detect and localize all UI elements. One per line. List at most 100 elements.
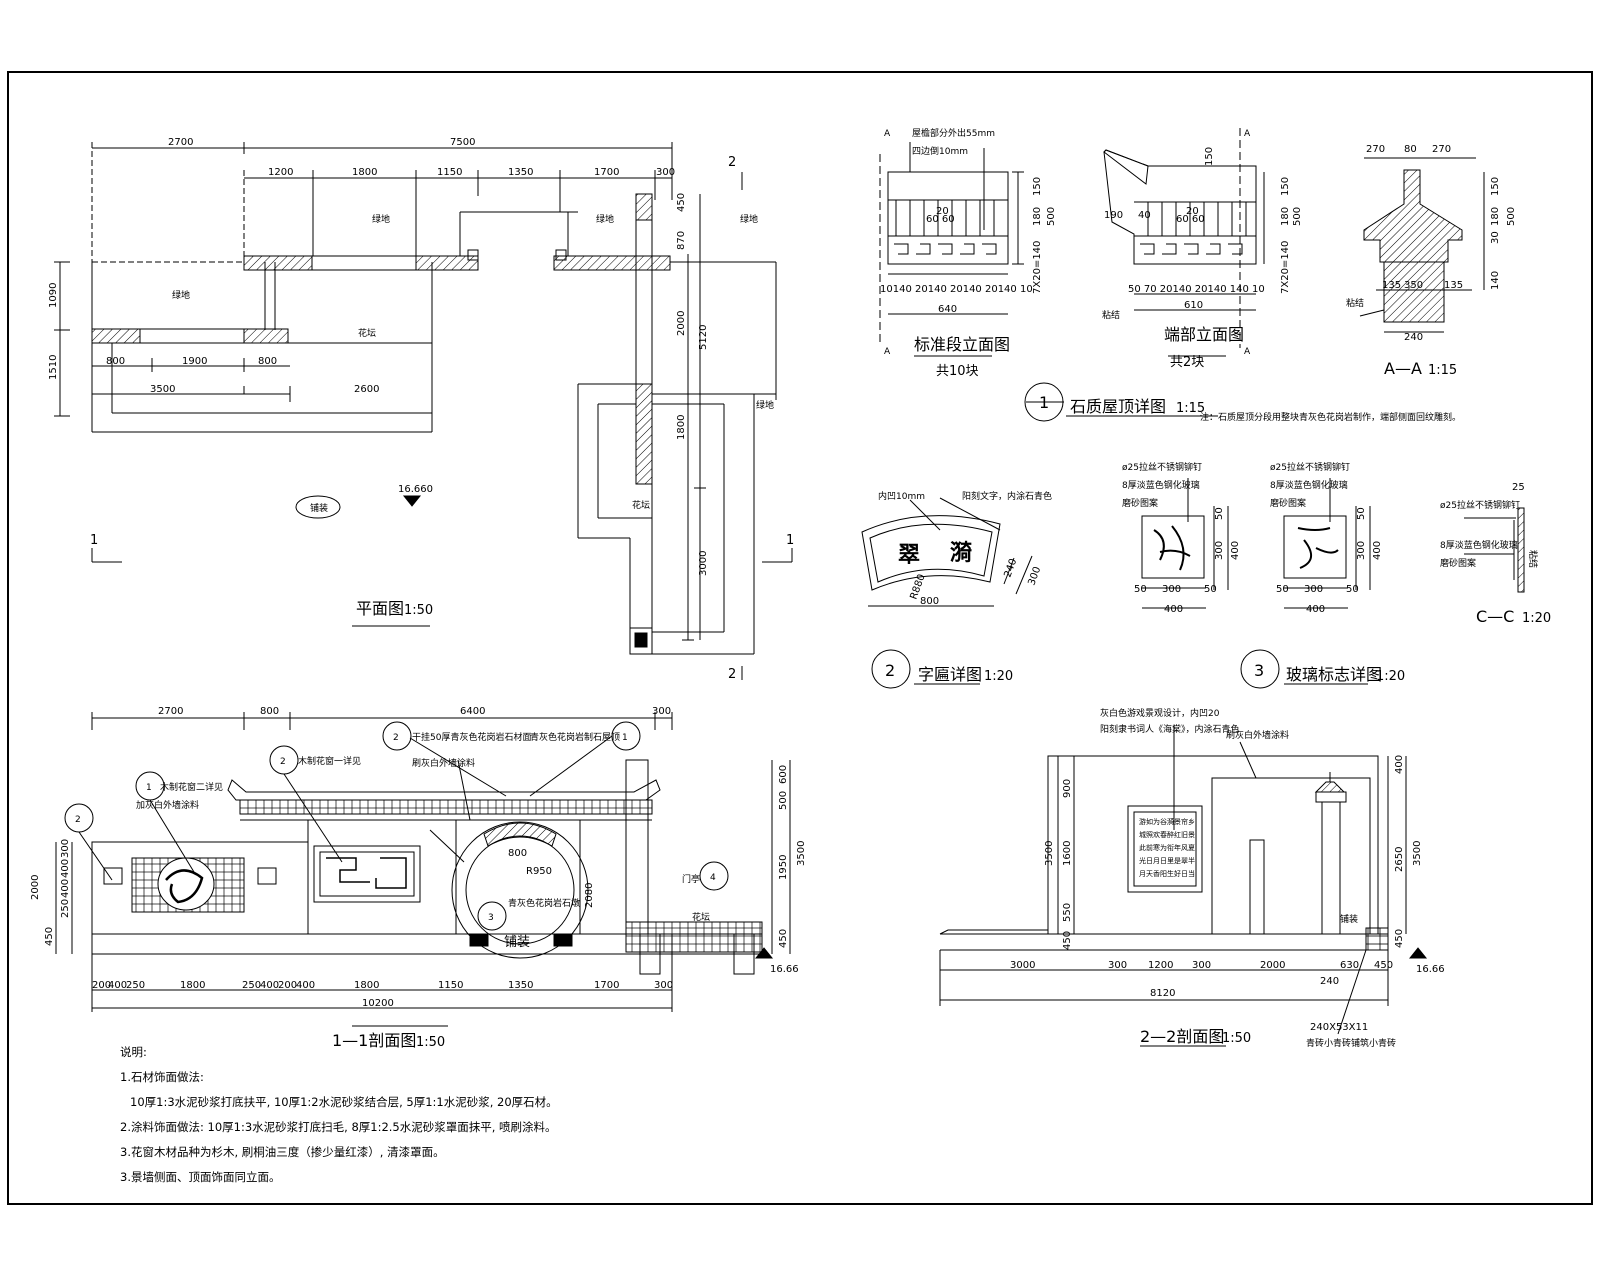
plan-dim: 800	[106, 356, 125, 367]
poem-char: 旧	[1181, 831, 1188, 839]
notes-line: 1.石材饰面做法:	[120, 1070, 204, 1084]
roof-dim-vertical: 30	[1490, 231, 1501, 244]
glass-label: ø25拉丝不锈钢铆钉	[1270, 461, 1350, 473]
roof-dim: 270	[1432, 144, 1451, 155]
roof-detail-note: 注：石质屋顶分段用整块青灰色花岗岩制作，端部侧面回纹雕刻。	[1200, 411, 1461, 423]
sec1-dim: 400	[296, 980, 315, 991]
plan-dim: 3500	[150, 384, 175, 395]
glass-dim-vertical: 50	[1214, 507, 1225, 520]
roof-text: A A A A 屋檐部分外出55mm 四边倒10mm 20 60 60 1014…	[880, 127, 1517, 423]
roof-dim: 190	[1104, 210, 1123, 221]
roof-dim: 50 70 20140 20140 140 10	[1128, 284, 1265, 295]
glass-cc-title: C—C	[1476, 607, 1514, 626]
sec1-level: 16.66	[770, 964, 799, 975]
roof-dim: 10140 20140 20140 20140 10	[880, 284, 1033, 295]
sec1-dim: R950	[526, 866, 552, 877]
sec2-brick-label: 青砖小青砖铺筑小青砖	[1306, 1037, 1396, 1049]
sec1-bubble: 1	[622, 733, 628, 743]
roof-dim: 610	[1184, 300, 1203, 311]
plan-dim: 1150	[437, 167, 462, 178]
plan-text: 2700 7500 1200 1800 1150 1350 1700 300 绿…	[48, 137, 794, 682]
plan-label-green: 绿地	[756, 399, 774, 411]
plan-dim-vertical: 450	[676, 193, 687, 212]
roof-dim-vertical: 150	[1280, 177, 1291, 196]
glass-dim: 300	[1304, 584, 1323, 595]
poem-char: 衔	[1167, 843, 1174, 852]
general-notes: 说明: 1.石材饰面做法: 10厚1:3水泥砂浆打底扶平, 10厚1:2水泥砂浆…	[120, 1040, 558, 1190]
sec2-dim-vertical: 1600	[1062, 841, 1073, 866]
plan-cut-mark: 1	[786, 533, 794, 548]
glass-dim: 50	[1134, 584, 1147, 595]
sec1-callout: 干挂50厚青灰色花岗岩石材面	[412, 731, 531, 743]
roof-note: 屋檐部分外出55mm	[912, 127, 995, 139]
sec2-dim: 450	[1374, 960, 1393, 971]
notes-line: 10厚1:3水泥砂浆打底扶平, 10厚1:2水泥砂浆结合层, 5厚1:1水泥砂浆…	[130, 1095, 558, 1109]
sec1-callout: 木制花窗二详见	[160, 781, 223, 793]
poem-char: 月	[1139, 870, 1146, 878]
plaque-detail-scale: 1:20	[984, 669, 1013, 684]
sec2-dim-vertical: 2650	[1394, 847, 1405, 872]
plan-cut-mark: 1	[90, 533, 98, 548]
poem-char: 翠	[1181, 857, 1188, 865]
glass-cc-label: 8厚淡蓝色钢化玻璃	[1440, 539, 1518, 551]
glass-cc-dim: 25	[1512, 482, 1525, 493]
sec2-note: 灰白色游戏景观设计，内凹20	[1100, 707, 1220, 719]
plan-dim: 300	[656, 167, 675, 178]
plaque-note: 内凹10mm	[878, 490, 925, 502]
plan-label-green: 绿地	[596, 213, 614, 225]
sec1-label: 门亭	[682, 873, 700, 885]
sec1-dim: 400	[108, 980, 127, 991]
roof-side-label: 粘结	[1102, 309, 1120, 321]
glass-dim-vertical: 400	[1372, 541, 1383, 560]
sec1-callout: 木制花窗一详见	[298, 755, 361, 767]
poem-char: 欢	[1153, 830, 1160, 839]
plan-cut-mark: 2	[728, 667, 736, 682]
roof-end-title: 端部立面图	[1164, 325, 1244, 344]
sec2-note: 刷灰白外墙涂料	[1226, 729, 1289, 741]
poem-char: 前	[1146, 843, 1153, 852]
sec2-dim-vertical: 3500	[1044, 841, 1055, 866]
plan-dim: 1200	[268, 167, 293, 178]
sec1-dim-vertical: 2080	[584, 883, 595, 908]
sec1-dim: 200	[278, 980, 297, 991]
poem-char: 帘	[1181, 817, 1188, 826]
poem-char: 照	[1146, 831, 1153, 839]
section-2-2	[939, 726, 1428, 1047]
glass-detail-title: 玻璃标志详图	[1286, 665, 1382, 684]
roof-note: 四边倒10mm	[912, 145, 968, 157]
sec1-dim-vertical: 450	[44, 927, 55, 946]
sec2-scale: 1:50	[1222, 1031, 1251, 1046]
glass-detail-number: 3	[1254, 661, 1264, 680]
roof-dim-vertical: 150	[1032, 177, 1043, 196]
glass-text: ø25拉丝不锈钢铆钉 8厚淡蓝色钢化玻璃 磨砂图案 ø25拉丝不锈钢铆钉 8厚淡…	[1122, 461, 1551, 684]
roof-dim: 640	[938, 304, 957, 315]
poem-char: 半	[1188, 856, 1195, 865]
sec1-bubble: 4	[710, 873, 716, 883]
glass-dim-vertical: 300	[1214, 541, 1225, 560]
plaque-detail-title: 字匾详图	[918, 665, 982, 684]
roof-dim-vertical: 180	[1032, 207, 1043, 226]
sec1-dim-vertical: 450	[778, 929, 789, 948]
roof-detail-number: 1	[1039, 393, 1049, 412]
sec2-title: 2—2剖面图	[1140, 1027, 1224, 1046]
glass-detail-scale: 1:20	[1376, 669, 1405, 684]
glass-dim: 50	[1346, 584, 1359, 595]
sec1-dim: 800	[508, 848, 527, 859]
roof-dim-vertical: 7X20=140	[1032, 241, 1043, 294]
roof-dim-vertical: 150	[1490, 177, 1501, 196]
roof-std-title: 标准段立面图	[914, 335, 1010, 354]
poem-char: 夏	[1188, 844, 1195, 852]
sec2-brick-label: 240X53X11	[1310, 1022, 1368, 1033]
poem-char: 为	[1153, 817, 1160, 826]
sec1-dim-vertical: 1950	[778, 855, 789, 880]
section-1-1	[55, 712, 791, 1027]
plan-view	[54, 142, 793, 680]
roof-detail-scale: 1:15	[1176, 401, 1205, 416]
sec1-dim-vertical: 400	[60, 859, 71, 878]
sec2-note: 阳刻隶书词人《海棠》，内涂石青色	[1100, 723, 1240, 735]
plan-label-green: 绿地	[172, 289, 190, 301]
poem-char: 如	[1146, 817, 1153, 826]
poem-char: 阳	[1160, 869, 1167, 878]
section-2-2-text: 灰白色游戏景观设计，内凹20 阳刻隶书词人《海棠》，内涂石青色 刷灰白外墙涂料 …	[1010, 707, 1445, 1049]
